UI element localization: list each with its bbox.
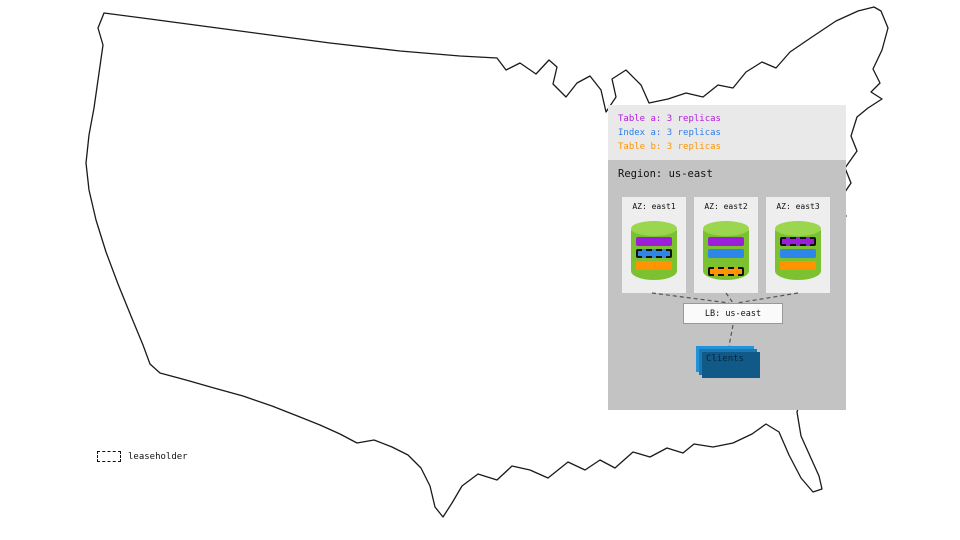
index-a-replica-bar [636,249,672,258]
az-east1-label: AZ: east1 [632,202,676,211]
replica-legend: Table a: 3 replicas Index a: 3 replicas … [608,105,846,154]
table-b-replica-bar [636,261,672,270]
database-cylinder-icon [775,221,821,280]
database-cylinder-icon [631,221,677,280]
legend-index-a: Index a: 3 replicas [618,128,721,138]
az-east3-box: AZ: east3 [766,197,830,293]
az-east2-label: AZ: east2 [704,202,748,211]
leaseholder-key: leaseholder [97,451,188,462]
legend-table-b: Table b: 3 replicas [618,142,721,152]
leaseholder-key-label: leaseholder [128,451,188,462]
table-a-replica-bar [708,237,744,246]
table-a-replica-bar [636,237,672,246]
az-east3-label: AZ: east3 [776,202,820,211]
clients-label: Clients [706,354,744,364]
table-b-replica-bar [708,267,744,276]
database-cylinder-icon [703,221,749,280]
index-a-replica-bar [780,249,816,258]
table-b-replica-bar [780,261,816,270]
leaseholder-dashed-swatch-icon [97,451,121,462]
load-balancer-box: LB: us-east [683,303,783,324]
region-label: Region: us-east [618,168,713,180]
az-east1-box: AZ: east1 [622,197,686,293]
table-a-replica-bar [780,237,816,246]
legend-table-a: Table a: 3 replicas [618,114,721,124]
load-balancer-label: LB: us-east [704,308,762,319]
az-east2-box: AZ: east2 [694,197,758,293]
clients-box: Clients [696,346,760,378]
index-a-replica-bar [708,249,744,258]
